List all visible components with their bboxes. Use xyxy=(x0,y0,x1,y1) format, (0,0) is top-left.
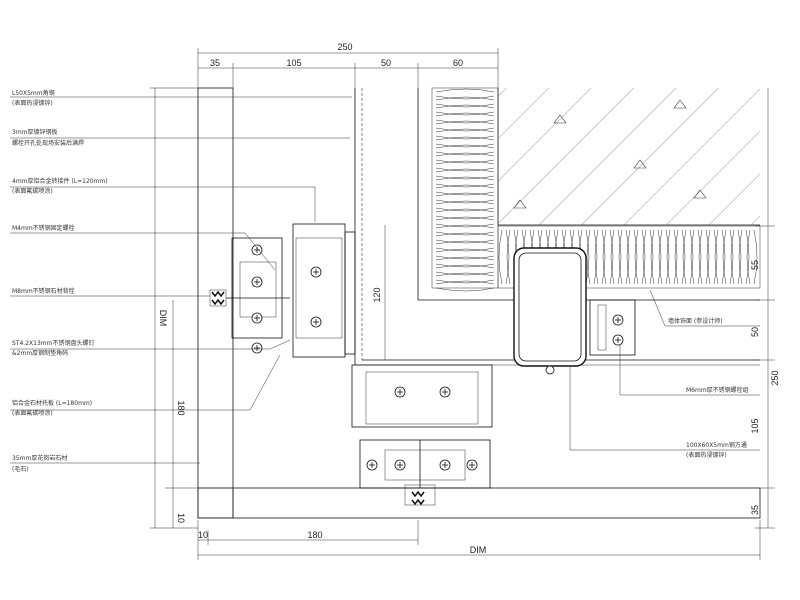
leader-lines-right xyxy=(569,289,760,451)
dimension-lines xyxy=(150,48,775,560)
note-angle-steel: L50X5mm角钢 xyxy=(12,89,55,97)
dim-bottom-10: 10 xyxy=(198,530,208,540)
dim-right-50: 50 xyxy=(750,327,760,337)
leader-lines-left xyxy=(10,96,352,464)
note-m8-anchor: M8mm不锈钢石材背栓 xyxy=(12,287,75,295)
dim-top-60: 60 xyxy=(453,58,463,68)
aluminum-bracket-upper xyxy=(231,223,356,358)
dim-left-10: 10 xyxy=(176,513,186,523)
dim-bottom-180: 180 xyxy=(307,530,322,540)
dim-left-180: 180 xyxy=(176,400,186,415)
stone-anchor-left xyxy=(209,289,290,307)
concrete-structure xyxy=(497,88,760,226)
note-pan-screw-sub: &2mm厚钢制垫角码 xyxy=(12,349,68,357)
dim-top-50: 50 xyxy=(381,58,391,68)
note-stone-tray: 铝合金石材托板 (L=180mm) xyxy=(12,399,92,407)
note-angle-steel-sub: (表面热浸镀锌) xyxy=(12,99,53,107)
note-wall-finish: 墙体饰面 (参设计师) xyxy=(668,317,723,325)
aluminum-bracket-lower xyxy=(351,364,493,489)
dim-top-35: 35 xyxy=(210,58,220,68)
dim-right-35: 35 xyxy=(750,505,760,515)
steel-square-tube xyxy=(513,247,587,375)
dim-top-105: 105 xyxy=(286,58,301,68)
note-steel-tube: 100X60X5mm钢方通 xyxy=(686,441,747,449)
note-galvanized-plate-sub: 螺栓开孔处现场安装后满焊 xyxy=(12,139,84,147)
dim-left-total: DIM xyxy=(158,310,168,327)
tube-connection-plate xyxy=(589,299,636,356)
bolt-group xyxy=(251,244,624,471)
dim-right-105: 105 xyxy=(750,418,760,433)
note-granite: 35mm厚花岗岩石材 xyxy=(12,454,67,462)
stone-anchor-bottom xyxy=(404,440,436,506)
dim-right-total: 250 xyxy=(770,370,780,385)
note-granite-sub: (毛石) xyxy=(12,465,29,473)
note-pan-screw: ST4.2X13mm不锈钢盘头螺钉 xyxy=(12,339,94,347)
dim-bottom-total: DIM xyxy=(470,545,487,555)
dim-right-55: 55 xyxy=(750,260,760,270)
note-m4-bolt: M4mm不锈钢固定螺栓 xyxy=(12,224,75,232)
note-steel-tube-sub: (表面热浸镀锌) xyxy=(686,451,727,459)
note-galvanized-plate: 3mm厚镀锌钢板 xyxy=(12,128,58,136)
note-m6-bolt-set: M6mm厚不锈钢螺栓组 xyxy=(686,386,749,394)
note-aluminum-adapter: 4mm厚铝合金转接件 (L=120mm) xyxy=(12,177,108,185)
dim-inner-120: 120 xyxy=(372,287,382,302)
note-stone-tray-sub: (表面氟碳喷涂) xyxy=(12,409,53,417)
granite-stone-panel xyxy=(197,87,761,519)
dim-top-total: 250 xyxy=(337,42,352,52)
note-aluminum-adapter-sub: (表面氟碳喷涂) xyxy=(12,187,53,195)
